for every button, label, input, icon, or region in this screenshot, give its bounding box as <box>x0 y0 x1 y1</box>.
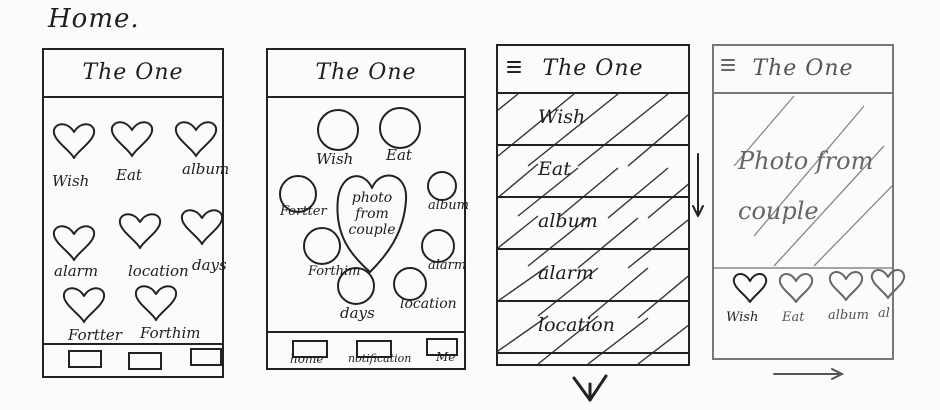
swipe-right-arrow-icon <box>773 368 845 380</box>
app-header: The One <box>498 46 688 94</box>
icon-label-al[interactable]: al <box>878 306 890 321</box>
eat-heart-icon <box>778 272 814 303</box>
menu-label: alarm <box>538 262 594 284</box>
menu-label: album <box>538 210 598 232</box>
icon-label-alarm[interactable]: alarm <box>54 262 99 280</box>
app-header: The One <box>44 50 222 98</box>
menu-label: location <box>538 314 615 336</box>
app-title: The One <box>752 56 854 81</box>
menu-label: Eat <box>538 158 571 180</box>
fortter-heart-icon <box>62 287 106 323</box>
icon-label-location[interactable]: location <box>128 262 189 280</box>
forthim-heart-icon <box>134 285 178 321</box>
menu-item-album[interactable]: album <box>498 198 688 250</box>
menu-item-alarm[interactable]: alarm <box>498 250 688 302</box>
icon-label-album[interactable]: album <box>828 308 869 323</box>
photo-hatch <box>733 95 893 267</box>
big-down-arrow-icon <box>572 374 608 402</box>
icon-label-location[interactable]: location <box>400 296 457 312</box>
al-heart-icon <box>870 268 906 299</box>
center-photo-text[interactable]: photo from couple <box>348 190 396 238</box>
tab-notification[interactable]: notification <box>348 352 412 365</box>
menu-item-eat[interactable]: Eat <box>498 146 688 198</box>
photo-text[interactable]: Photo from couple <box>738 147 874 225</box>
icon-label-wish[interactable]: Wish <box>52 172 90 190</box>
eat-heart-icon <box>110 121 154 157</box>
icon-label-album[interactable]: album <box>182 160 230 178</box>
app-title: The One <box>315 60 417 85</box>
icon-label-fortter[interactable]: Fortter <box>68 326 122 344</box>
alarm-circle-icon <box>421 229 455 263</box>
icon-label-album[interactable]: album <box>428 198 469 213</box>
app-title: The One <box>542 56 644 81</box>
menu-item-wish[interactable]: Wish <box>498 94 688 146</box>
days-heart-icon <box>180 209 224 245</box>
heart-icons <box>43 121 224 345</box>
screen-photo-view: The One Photo from couple Wish Eat album… <box>712 44 906 360</box>
center-heart-icon <box>336 174 408 273</box>
icon-label-forthim[interactable]: Forthim <box>140 324 201 342</box>
menu-item-location[interactable]: location <box>498 302 688 354</box>
album-heart-icon <box>174 121 218 157</box>
alarm-heart-icon <box>52 225 96 261</box>
icon-label-eat[interactable]: Eat <box>782 310 805 325</box>
scroll-down-arrow-icon <box>692 153 704 217</box>
screen-menu-list: The One <box>496 44 690 366</box>
icon-label-fortter[interactable]: Fortter <box>280 204 327 219</box>
hamburger-menu-icon <box>721 59 735 71</box>
icon-label-wish[interactable]: Wish <box>726 310 759 325</box>
icon-label-days[interactable]: days <box>192 256 227 274</box>
album-heart-icon <box>828 270 864 301</box>
photo-decor <box>714 59 906 303</box>
bottom-tab-3[interactable] <box>190 348 222 366</box>
icon-label-eat[interactable]: Eat <box>116 166 142 184</box>
bottom-tab-1[interactable] <box>68 350 102 368</box>
tab-home[interactable]: home <box>290 352 324 366</box>
screen-heart-grid: The One Wish Eat album alarm location da… <box>42 48 229 378</box>
app-title: The One <box>82 60 184 85</box>
location-heart-icon <box>118 213 162 249</box>
icon-label-eat[interactable]: Eat <box>386 146 412 164</box>
menu-label: Wish <box>538 106 586 128</box>
wish-circle-icon <box>317 109 359 151</box>
icon-label-days[interactable]: days <box>340 304 375 322</box>
circle-icons <box>267 107 465 333</box>
bottom-tab-2[interactable] <box>128 352 162 370</box>
eat-circle-icon <box>379 107 421 149</box>
tab-notification-box[interactable] <box>356 340 392 358</box>
icon-label-alarm[interactable]: alarm <box>428 258 467 273</box>
tab-home-box[interactable] <box>292 340 328 358</box>
fortter-circle-icon <box>279 175 317 213</box>
tab-me-box[interactable] <box>426 338 458 356</box>
wish-heart-icon <box>52 123 96 159</box>
screen-circle-layout: The One photo from couple Wish Eat Fortt… <box>266 48 469 370</box>
wish-heart-icon <box>732 272 768 303</box>
hamburger-menu-icon <box>507 61 521 73</box>
icon-label-wish[interactable]: Wish <box>316 150 354 168</box>
app-header: The One <box>268 50 464 98</box>
icon-label-forthim[interactable]: Forthim <box>308 264 361 279</box>
location-circle-icon <box>393 267 427 301</box>
days-circle-icon <box>337 267 375 305</box>
tab-me[interactable]: Me <box>436 350 456 364</box>
app-header: The One <box>714 46 892 94</box>
album-circle-icon <box>427 171 457 201</box>
forthim-circle-icon <box>303 227 341 265</box>
page-title: Home. <box>48 4 140 34</box>
